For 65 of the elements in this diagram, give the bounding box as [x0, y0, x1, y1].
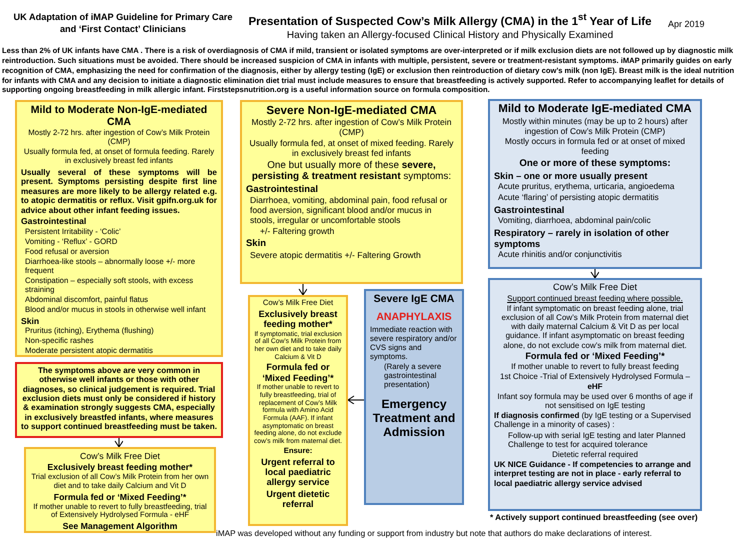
- box-heading: Mild to Moderate IgE-mediated CMA: [497, 103, 693, 116]
- note-text: Usually several of these symptoms will be present. Symptoms persisting despite first line measures are more likely to be allergy related e.g. to atopic dermatitis or reflux. Visit gpifn.org.uk for advice about other infant feeding issues.: [21, 168, 217, 216]
- alert-heading: ANAPHYLAXIS: [375, 311, 453, 324]
- subtitle: Having taken an Allergy-focused Clinical History and Physically Examined: [286, 30, 614, 41]
- section-heading: Skin: [21, 316, 40, 326]
- body-text: Mostly within minutes (may be up to 2 hours) after ingestion of Cow’s Milk Protein (CMP): [501, 117, 689, 136]
- info-box: [240, 100, 463, 284]
- subheading: One or more of these symptoms:: [518, 158, 672, 169]
- info-box: [24, 447, 216, 533]
- info-box: [364, 289, 464, 505]
- body-text: Support continued breast feeding where possible.: [506, 294, 684, 303]
- arrow: [348, 396, 364, 404]
- section-heading: Gastrointestinal: [494, 204, 566, 216]
- body-text: One but usually more of these severe, persisting & treatment resistant symptoms:: [250, 160, 452, 183]
- box-heading: Formula fed or ‘Mixed Feeding’*: [261, 362, 335, 384]
- header-text: UK Adaptation of iMAP Guideline for Primary Care and ‘First Contact’ Clinicians: [12, 12, 234, 36]
- info-box: [248, 295, 348, 526]
- arrow: [590, 268, 600, 278]
- box-heading: Severe IgE CMA: [372, 293, 456, 306]
- list-item: Acute ‘flaring’ of persisting atopic dermatitis: [497, 193, 660, 203]
- action-heading: Emergency Treatment and Admission: [372, 398, 456, 440]
- box-heading: Severe Non-IgE-mediated CMA: [265, 104, 438, 118]
- body-text: Infant soy formula may be used over 6 months of age if not sensitised on IgE testing: [496, 392, 694, 410]
- info-box: [488, 278, 702, 511]
- body-text: Cow’s Milk Free Diet: [79, 451, 161, 462]
- disclaimer: iMAP was developed without any funding or support from industry but note that authors do make declarations of interest.: [216, 529, 653, 538]
- body-text: Mostly 2-72 hrs. after ingestion of Cow’s Milk Protein (CMP): [250, 118, 452, 138]
- section-heading: Skin – one or more usually present: [494, 170, 648, 182]
- info-box: [488, 99, 702, 269]
- arrow: [114, 438, 124, 448]
- warning-text: The symptoms above are very common in otherwise well infants or those with other diagnoses, so clinical judgement is required. Trial exclusion diets must only be considered if history & examination strongly suggests CMA, especially in exclusively breastfed infants, where measures to support continued breastfeeding must be taken.: [21, 366, 217, 432]
- body-text: Dietetic referral required: [551, 450, 639, 460]
- list-item: +/- Faltering growth: [259, 227, 336, 237]
- body-text: Mostly occurs in formula fed or at onset of mixed feeding: [504, 137, 686, 157]
- title: Presentation of Suspected Cow’s Milk Allergy (CMA) in the 1$^{st}$ Year of Life: [247, 12, 653, 28]
- box-heading: Urgent referral to local paediatric allergy service: [260, 456, 336, 488]
- section-heading: Gastrointestinal: [21, 217, 88, 227]
- list-item: Follow-up with serial IgE testing and later Planned Challenge to test for acquired tolerance: [507, 430, 686, 449]
- body-text: Cow’s Milk Free Diet: [552, 282, 638, 293]
- list-item: Vomiting, diarrhoea, abdominal pain/colic: [497, 216, 652, 226]
- body-text: If diagnosis confirmed (by IgE testing or a Supervised Challenge in a minority of cases) :: [494, 411, 692, 430]
- date-text: Apr 2019: [668, 19, 705, 29]
- body-text: If infant symptomatic on breast feeding alone, trial exclusion of all Cow’s Milk Protein from maternal diet with daily maternal Calcium & Vit D as per local guidance. If infant asymptomatic on breast feeding alone, do not exclude cow’s milk from maternal diet.: [500, 304, 690, 350]
- body-text: 1st Choice -Trial of Extensively Hydrolysed Formula – eHF: [499, 372, 691, 391]
- body-text: Usually formula fed, at onset of mixed feeding. Rarely in exclusively breast fed infants: [248, 139, 454, 159]
- box-heading: Exclusively breast feeding mother*: [258, 308, 338, 330]
- section-heading: Respiratory – rarely in isolation of other symptoms: [494, 228, 670, 250]
- list-item: Acute pruritus, erythema, urticaria, angioedema: [497, 182, 676, 192]
- note-text: UK NICE Guidance - If competencies to arrange and interpret testing are not in place - early referral to local paediatric allergy service advised: [494, 460, 692, 488]
- info-box: [15, 362, 223, 438]
- subheading: Exclusively breast feeding mother*: [46, 462, 194, 472]
- box-heading: Mild to Moderate Non-IgE-mediated CMA: [30, 104, 208, 128]
- subheading: Formula fed or ‘Mixed Feeding’*: [524, 350, 666, 362]
- arrow: [298, 284, 308, 296]
- info-box: [15, 100, 223, 357]
- section-heading: Gastrointestinal: [246, 184, 319, 196]
- section-heading: Skin: [246, 238, 267, 250]
- list-item: Diarrhoea, vomiting, abdominal pain, food refusal or food aversion, significant blood and/or mucus in stools, irregular or uncomfortable stools: [249, 196, 448, 226]
- list-item: Severe atopic dermatitis +/- Faltering Growth: [249, 250, 422, 261]
- list-item: Acute rhinitis and/or conjunctivitis: [497, 250, 623, 260]
- subheading: See Management Algorithm: [62, 520, 178, 531]
- subheading: Formula fed or ‘Mixed Feeding’*: [52, 492, 186, 502]
- box-heading: Urgent dietetic referral: [265, 488, 331, 510]
- body-text: If mother unable to revert to fully breast feeding: [510, 362, 680, 372]
- footnote: * Actively support continued breastfeeding (see over): [490, 513, 699, 522]
